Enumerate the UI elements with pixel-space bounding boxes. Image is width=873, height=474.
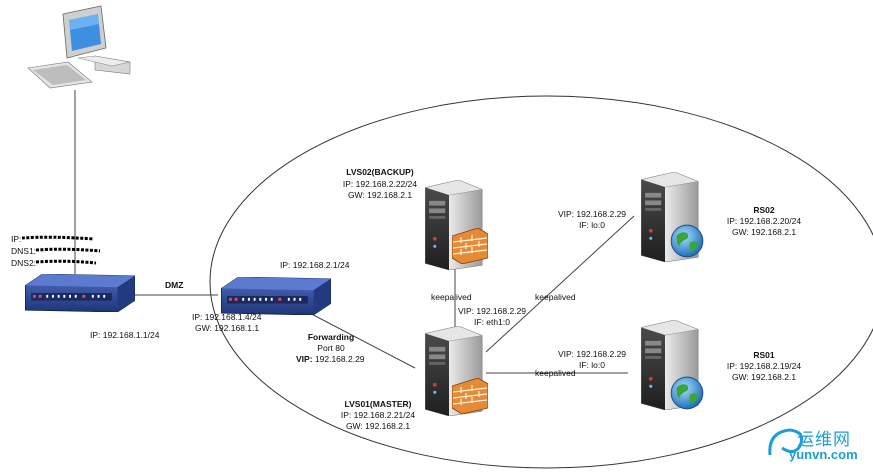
link-router-lvs01 [299, 307, 416, 369]
forwarding-port: Port 80 [317, 343, 345, 353]
rs01-globe-icon [670, 376, 704, 410]
rs02-ip: IP: 192.168.2.20/24 [726, 216, 802, 226]
lvs01-vip: VIP: 192.168.2.29 [457, 306, 527, 316]
rs02-iface: IF: lo:0 [579, 220, 605, 230]
fw-router-lan-ip: IP: 192.168.2.1/24 [280, 260, 350, 270]
fw-router-wan-ip: IP: 192.168.1.4/24 [192, 312, 262, 322]
forwarding-title: Forwarding [307, 332, 355, 342]
lvs02-gw: GW: 192.168.2.1 [347, 190, 413, 200]
keepalived-rs01-label: keepalived [535, 368, 576, 378]
rs02-name: RS02 [753, 205, 775, 215]
pc-ip-label: IP: [11, 234, 22, 244]
keepalived-rs02-label: keepalived [535, 292, 576, 302]
watermark-logo-icon [768, 428, 804, 456]
rs01-iface: IF: lo:0 [579, 360, 605, 370]
connections [74, 90, 635, 374]
lvs02-name: LVS02(BACKUP) [346, 167, 414, 177]
lvs01-gw: GW: 192.168.2.1 [345, 421, 411, 431]
lvs02-ip: IP: 192.168.2.22/24 [342, 179, 418, 189]
watermark-title: 运维网 [797, 430, 851, 449]
rs01-vip: VIP: 192.168.2.29 [557, 349, 627, 359]
lvs01-ip: IP: 192.168.2.21/24 [340, 410, 416, 420]
rs02-globe-icon [670, 224, 704, 258]
edge-router-icon [24, 274, 136, 312]
link-lvs01-rs02 [485, 215, 635, 353]
lvs01-name: LVS01(MASTER) [344, 399, 412, 409]
watermark: 运维网 yunvn.com [753, 422, 863, 468]
dmz-label: DMZ [165, 280, 184, 290]
lvs01-iface: IF: eth1:0 [474, 317, 510, 327]
pc-dns1-label: DNS1: [11, 246, 37, 256]
keepalived-backup-label: keepalived [431, 292, 472, 302]
network-boundary [209, 95, 873, 469]
edge-router-ip: IP: 192.168.1.1/24 [90, 330, 160, 340]
watermark-sub: yunvn.com [789, 447, 858, 462]
rs01-name: RS01 [753, 350, 775, 360]
firewall-router-icon [220, 277, 332, 315]
rs02-vip: VIP: 192.168.2.29 [557, 209, 627, 219]
rs02-gw: GW: 192.168.2.1 [731, 227, 797, 237]
pc-dns2-label: DNS2: [11, 258, 37, 268]
desktop-pc-icon [27, 5, 131, 89]
redacted-marks [21, 235, 101, 265]
forwarding-vip: VIP: 192.168.2.29 [296, 354, 365, 364]
fw-router-wan-gw: GW: 192.168.1.1 [195, 323, 260, 333]
rs01-gw: GW: 192.168.2.1 [731, 372, 797, 382]
rs01-ip: IP: 192.168.2.19/24 [726, 361, 802, 371]
